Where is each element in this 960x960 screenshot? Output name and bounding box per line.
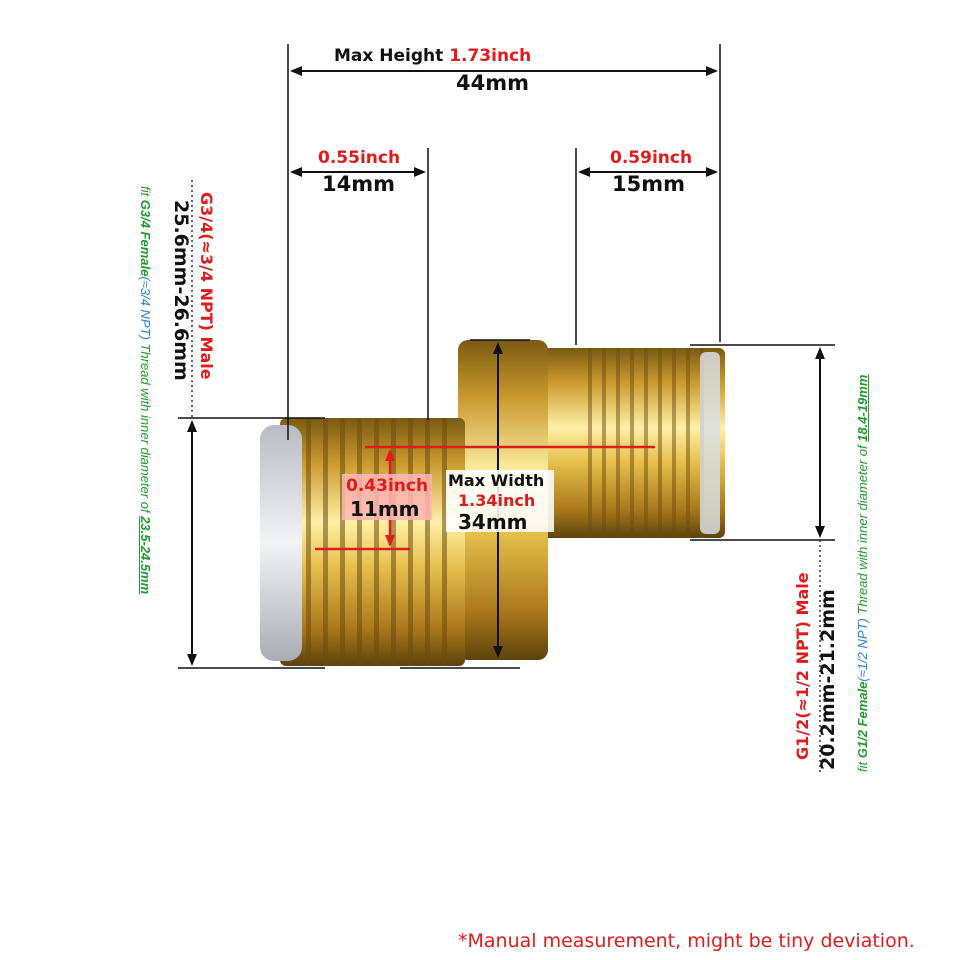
right-fit-prefix: fit [855,761,870,772]
left-thread-spec: G3/4(≈3/4 NPT) Male [197,192,216,380]
arrow-heads [187,66,825,666]
right-thread-spec: G1/2(≈1/2 NPT) Male [793,572,812,760]
right-fit-mid: Thread with inner diameter of [855,445,870,615]
left-length-inch: 0.55inch [318,148,401,168]
bore-label-bg [342,474,432,520]
right-thread-range: 20.2mm-21.2mm [817,589,839,770]
right-thread-fit: fit G1/2 Female(≈1/2 NPT) Thread with in… [855,374,870,772]
bore-mm: 11mm [350,497,420,521]
right-length-mm: 15mm [612,172,685,196]
max-width-inch: 1.34inch [458,491,536,510]
right-fit-npt: (≈1/2 NPT) [855,618,870,682]
measurement-note: *Manual measurement, might be tiny devia… [458,930,915,952]
max-height-label: Max Height 1.73inch [334,48,531,65]
max-width-label-bg [446,470,554,532]
right-fit-g: G1/2 Female [855,681,870,759]
right-length-inch: 0.59inch [610,148,693,168]
left-fit-dia: 23.5-24.5mm [138,516,153,595]
max-height-mm: 44mm [456,71,529,95]
right-thread-body [535,348,725,538]
max-height-inch: 1.73inch [449,46,532,66]
leader-lines [191,180,821,775]
left-fit-mid: Thread with inner diameter of [138,343,153,513]
bore-inch: 0.43inch [346,476,429,496]
max-width-mm: 34mm [458,510,528,534]
right-fit-dia: 18.4-19mm [855,374,870,442]
max-height-title: Max Height [334,46,444,66]
left-length-mm: 14mm [322,172,395,196]
left-thread-range: 25.6mm-26.6mm [170,200,192,381]
left-thread-body [260,418,465,666]
max-width-title: Max Width [448,471,545,490]
left-fit-npt: (≈3/4 NPT) [138,276,153,340]
left-thread-fit: fit G3/4 Female(≈3/4 NPT) Thread with in… [138,186,153,595]
left-fit-prefix: fit [138,186,153,197]
left-fit-g: G3/4 Female [138,199,153,277]
